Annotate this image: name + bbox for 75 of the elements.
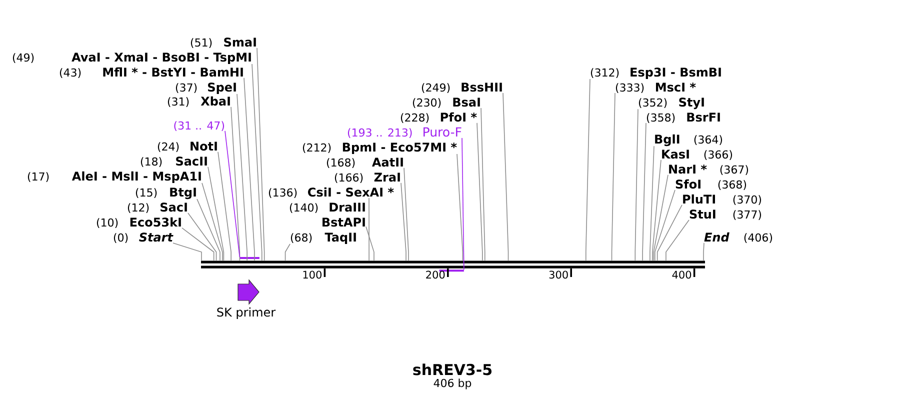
leader-line bbox=[502, 92, 509, 262]
enzyme-site-label: (12) SacI bbox=[128, 202, 187, 213]
leader-line bbox=[256, 48, 265, 262]
leader-line bbox=[182, 228, 214, 262]
feature-label: SK primer bbox=[217, 307, 276, 319]
leader-line bbox=[202, 182, 223, 262]
enzyme-site-label: KasI (366) bbox=[662, 150, 732, 160]
enzyme-site-label: NarI * (367) bbox=[669, 164, 748, 175]
leader-line bbox=[456, 154, 464, 262]
leader-line bbox=[368, 198, 370, 262]
enzyme-site-label: (333) MscI * bbox=[616, 82, 696, 93]
leader-line bbox=[208, 166, 224, 262]
leader-line bbox=[666, 220, 690, 262]
leader-line bbox=[634, 108, 638, 262]
enzyme-site-label: (249) BssHII bbox=[422, 82, 502, 93]
primer-label: (31 .. 47) bbox=[174, 121, 224, 131]
map-title: shREV3-5 bbox=[413, 364, 492, 376]
enzyme-site-label: (136) CsiI - SexAI * bbox=[268, 187, 394, 198]
enzyme-site-label: StuI (377) bbox=[690, 210, 762, 220]
enzyme-site-label: (24) NotI bbox=[158, 142, 217, 152]
dna-sequence-bar bbox=[201, 260, 705, 268]
leader-line bbox=[656, 204, 682, 262]
leader-line bbox=[284, 244, 290, 262]
enzyme-site-label: (352) StyI bbox=[638, 98, 704, 110]
leader-line bbox=[480, 108, 486, 262]
enzyme-site-label: (15) BtgI bbox=[136, 188, 196, 200]
enzyme-site-label: (17) AleI - MslI - MspA1I bbox=[28, 171, 201, 183]
enzyme-site-label: (140) DraIII BstAPI bbox=[290, 202, 365, 227]
leader-line bbox=[366, 226, 374, 262]
leader-line bbox=[476, 122, 483, 262]
leader-line bbox=[400, 182, 406, 262]
leader-line bbox=[653, 174, 668, 262]
enzyme-site-label: (51) SmaI bbox=[190, 38, 256, 48]
enzyme-site-label: (0) Start bbox=[114, 232, 174, 243]
leader-line bbox=[611, 92, 616, 262]
primer-binding-mark bbox=[240, 257, 260, 259]
enzyme-site-label: (230) BsaI bbox=[412, 98, 480, 108]
leader-line bbox=[218, 152, 232, 262]
enzyme-site-label: (68) TaqII bbox=[290, 232, 356, 244]
leader-line bbox=[224, 130, 240, 258]
enzyme-site-label: PluTI (370) bbox=[683, 194, 762, 205]
leader-line bbox=[652, 160, 662, 262]
leader-line bbox=[404, 168, 409, 262]
leader-line bbox=[703, 242, 704, 262]
enzyme-site-label: (31) XbaI bbox=[168, 96, 230, 107]
leader-line bbox=[252, 64, 262, 262]
enzyme-site-label: (228) PfoI * bbox=[400, 112, 477, 123]
enzyme-site-label: (358) BsrFI bbox=[646, 112, 720, 123]
leader-line bbox=[236, 94, 248, 262]
enzyme-site-label: (312) Esp3I - BsmBI bbox=[590, 68, 721, 79]
leader-line bbox=[196, 198, 220, 262]
enzyme-site-label: End (406) bbox=[704, 232, 772, 243]
leader-line bbox=[462, 138, 464, 270]
enzyme-site-label: (168) AatII bbox=[326, 158, 403, 168]
leader-line bbox=[172, 242, 202, 262]
enzyme-site-label: (10) Eco53kI bbox=[96, 217, 181, 228]
enzyme-site-label: (49) AvaI - XmaI - BsoBI - TspMI bbox=[12, 52, 251, 64]
enzyme-site-label: SfoI (368) bbox=[676, 179, 746, 190]
leader-line bbox=[642, 122, 646, 262]
enzyme-site-label: (37) SpeI bbox=[176, 82, 236, 94]
enzyme-site-label: BglI (364) bbox=[655, 134, 722, 146]
primer-binding-mark bbox=[439, 270, 464, 272]
enzyme-site-label: (166) ZraI bbox=[334, 172, 400, 183]
enzyme-site-label: (212) BpmI - Eco57MI * bbox=[302, 142, 457, 154]
sequence-length: 406 bp bbox=[434, 378, 472, 390]
tick-label: 200 bbox=[426, 270, 445, 279]
enzyme-site-label: (18) SacII bbox=[140, 156, 207, 167]
enzyme-site-label: (43) MflI * - BstYI - BamHI bbox=[60, 67, 243, 78]
leader-line bbox=[654, 190, 676, 262]
leader-line bbox=[244, 78, 255, 262]
leader-line bbox=[650, 146, 654, 262]
leader-line bbox=[230, 106, 240, 262]
leader-line bbox=[188, 212, 217, 262]
primer-label: (193 .. 213) Puro-F bbox=[348, 127, 462, 138]
leader-line bbox=[585, 78, 590, 262]
